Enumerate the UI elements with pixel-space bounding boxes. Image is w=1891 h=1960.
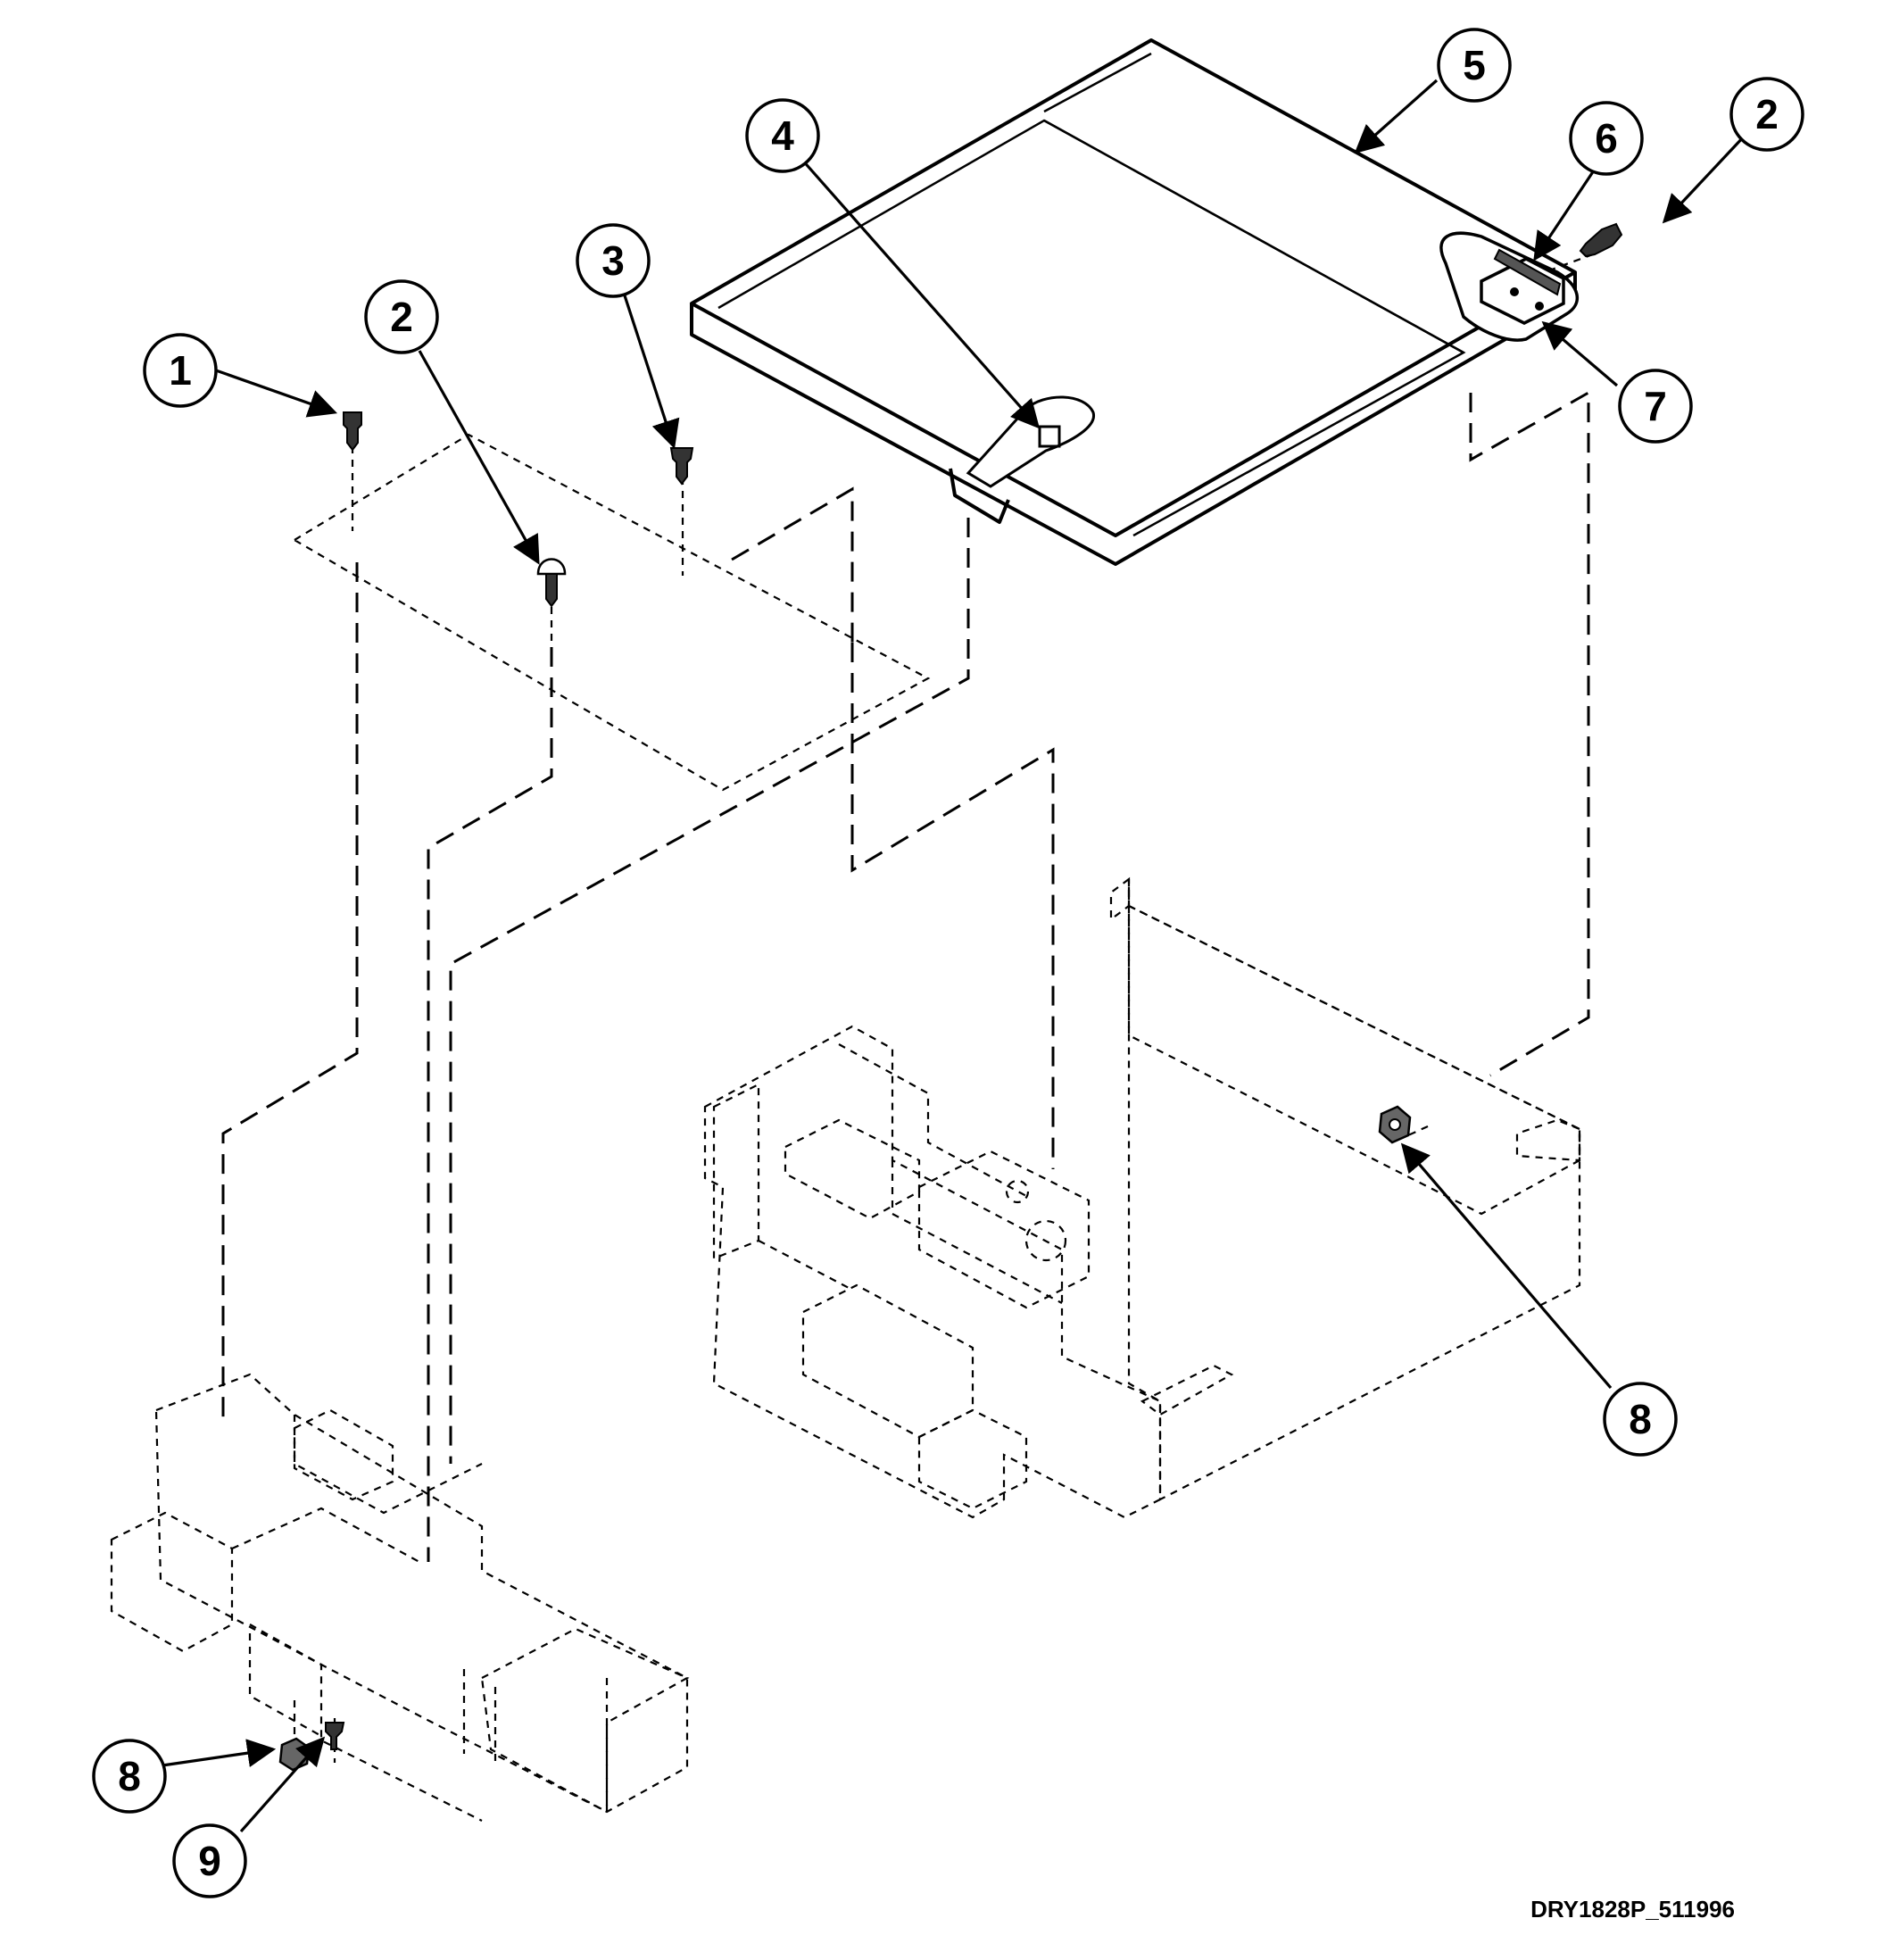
svg-text:2: 2 — [1755, 91, 1779, 137]
svg-text:7: 7 — [1644, 383, 1667, 429]
phantom-top-panel — [221, 390, 1590, 1562]
screw-icon — [325, 222, 1623, 1750]
svg-text:6: 6 — [1595, 115, 1618, 162]
top-lid — [690, 38, 1577, 566]
callout-9: 9 — [172, 1823, 247, 1898]
document-code: DRY1828P_511996 — [1530, 1896, 1735, 1923]
hinge — [1439, 231, 1580, 342]
base-frame-front — [110, 1373, 690, 1822]
svg-text:2: 2 — [390, 294, 413, 340]
fastener-guide-lines — [293, 253, 1594, 1763]
callout-2: 2 — [364, 279, 439, 354]
svg-text:9: 9 — [198, 1838, 221, 1884]
callout-5: 5 — [1437, 28, 1512, 103]
svg-text:1: 1 — [169, 347, 192, 394]
callout-4: 4 — [745, 98, 820, 173]
lid-latch — [949, 395, 1095, 524]
callouts: 1 2 3 4 5 6 2 7 — [92, 28, 1804, 1898]
callout-8-front: 8 — [92, 1739, 167, 1814]
callout-7: 7 — [1618, 369, 1693, 444]
callout-2-hinge: 2 — [1729, 77, 1804, 152]
callout-3: 3 — [576, 223, 651, 298]
base-frame-rear — [703, 876, 1581, 1519]
svg-text:8: 8 — [118, 1753, 141, 1799]
callout-8-rear: 8 — [1603, 1382, 1678, 1457]
leader-lines — [162, 79, 1746, 1833]
svg-text:5: 5 — [1463, 42, 1486, 88]
callout-1: 1 — [143, 333, 218, 408]
svg-text:8: 8 — [1629, 1396, 1652, 1442]
callout-6: 6 — [1569, 101, 1644, 176]
svg-text:3: 3 — [601, 237, 625, 284]
svg-text:4: 4 — [771, 112, 794, 159]
